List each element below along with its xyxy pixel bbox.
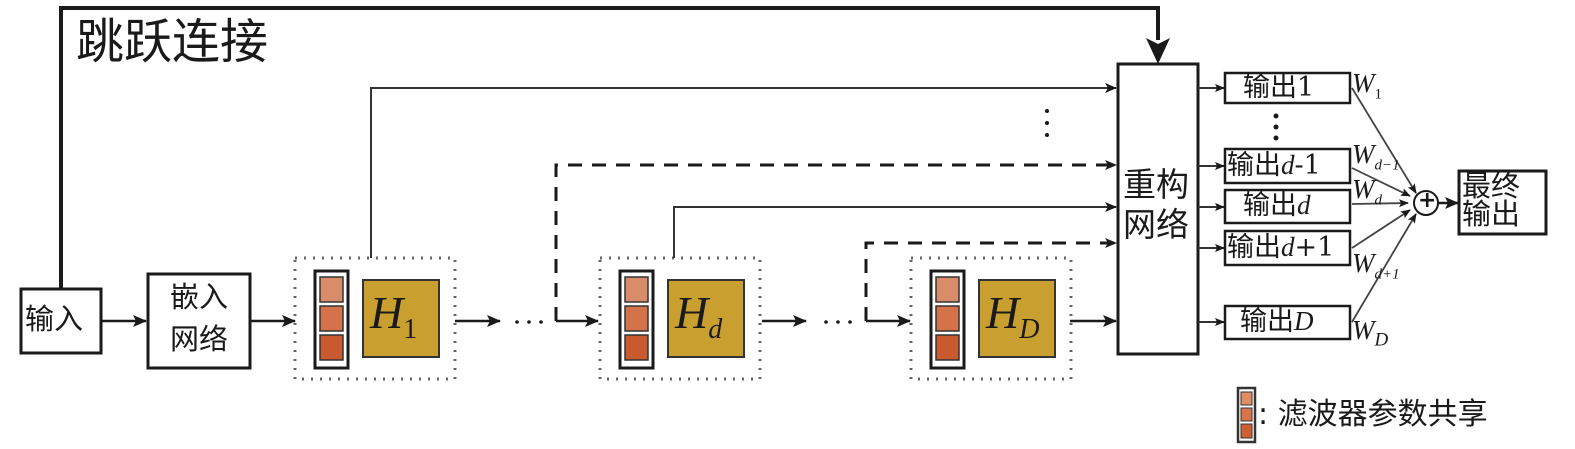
weight-lines — [1351, 87, 1417, 323]
final-output-box — [1457, 169, 1548, 236]
output-box-1 — [1223, 71, 1352, 105]
connector-h1-to-recon — [370, 83, 1117, 258]
block-hd — [598, 256, 762, 381]
embed-label-line2: 网络 — [170, 322, 229, 356]
h-block — [667, 279, 745, 358]
h-block — [978, 279, 1056, 358]
chain-arrows — [455, 315, 911, 327]
weight-label-d-minus-1: Wd−1 — [1352, 139, 1400, 174]
block-h1 — [293, 256, 457, 381]
output-box-d — [1223, 188, 1352, 225]
skip-arrowhead-icon — [1146, 38, 1170, 64]
filter-square — [935, 305, 960, 332]
weight-label-d: Wd — [1352, 174, 1382, 209]
final-output-line1: 最终 — [1462, 169, 1521, 203]
recon-label-line1: 重构 — [1123, 165, 1189, 204]
ellipsis-dot — [1045, 109, 1049, 113]
skip-connection-label: 跳跃连接 — [76, 14, 269, 70]
filter-square — [319, 334, 344, 361]
output-box-D — [1223, 304, 1352, 341]
output-boxes — [1223, 71, 1352, 341]
connector-hd-to-recon — [673, 202, 1117, 258]
filter-square — [319, 276, 344, 303]
reconstruction-network-box — [1116, 62, 1200, 356]
filter-square — [319, 305, 344, 332]
weight-label-1: W1 — [1352, 68, 1382, 103]
weight-label-d-plus-1: Wd+1 — [1352, 248, 1400, 283]
block-dotted-border — [909, 256, 1073, 381]
ellipsis-dot — [1045, 121, 1049, 125]
block-dotted-border — [598, 256, 762, 381]
recon-label-line2: 网络 — [1123, 205, 1189, 244]
block-dotted-border — [293, 256, 457, 381]
filter-legend-icon — [1236, 386, 1257, 444]
output-box-d-plus-1 — [1223, 229, 1352, 267]
output-label-d-plus-1: 输出d+1 — [1227, 232, 1335, 263]
legend-text: : 滤波器参数共享 — [1258, 397, 1488, 432]
filter-square — [935, 334, 960, 361]
sum-symbol: + — [1418, 188, 1437, 213]
recon-to-output-arrows — [1198, 84, 1225, 326]
output-label-1: 输出1 — [1243, 72, 1315, 103]
h-block — [362, 279, 440, 358]
connector-hd-plus-1-to-recon — [864, 238, 1117, 321]
filter-square — [624, 276, 649, 303]
output-label-D: 输出D — [1240, 306, 1314, 337]
block-to-recon-connections — [370, 83, 1117, 327]
embed-label-line1: 嵌入 — [170, 280, 229, 314]
filter-square — [624, 334, 649, 361]
ellipsis-dot — [1045, 133, 1049, 137]
input-label: 输入 — [25, 302, 84, 336]
block-hd-label: Hd — [675, 287, 723, 346]
final-output-line2: 输出 — [1462, 197, 1521, 231]
residual-blocks — [293, 256, 1073, 381]
output-box-d-minus-1 — [1223, 147, 1352, 185]
block-hD-label: HD — [986, 287, 1040, 346]
filter-square — [624, 305, 649, 332]
block-hD — [909, 256, 1073, 381]
filter-square — [935, 276, 960, 303]
weight-label-D: WD — [1352, 315, 1389, 351]
output-label-d: 输出d — [1243, 190, 1311, 221]
embed-network-box — [146, 272, 252, 370]
skip-connection — [59, 6, 1170, 288]
connector-hd-minus-1-to-recon — [554, 160, 1117, 321]
block-h1-label: H1 — [370, 287, 418, 346]
output-label-d-minus-1: 输出d-1 — [1227, 150, 1321, 181]
